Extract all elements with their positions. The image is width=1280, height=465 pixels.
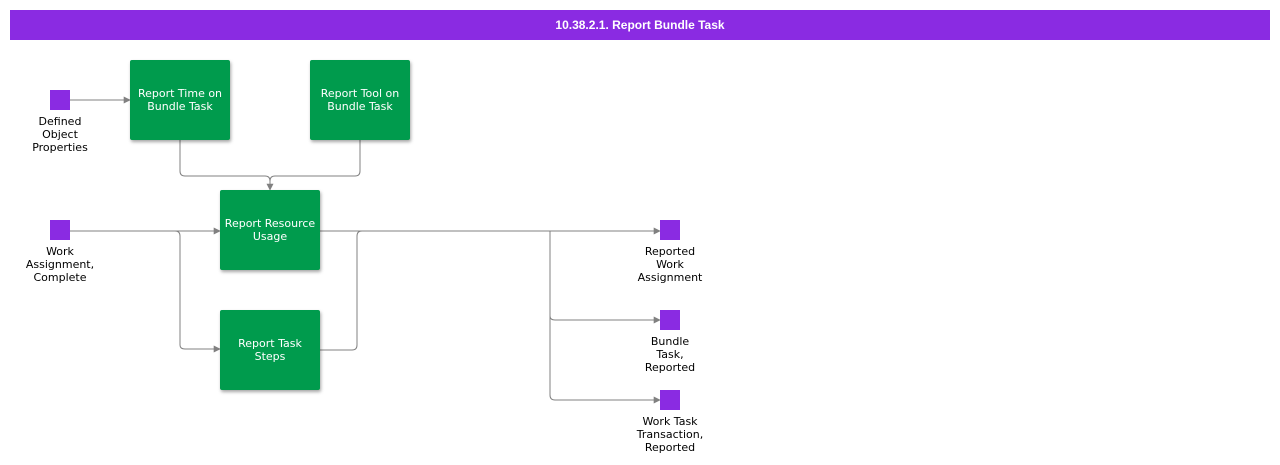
connector-wa-to-steps [174, 230, 221, 353]
object-label-work-task-transaction-reported: Work Task Transaction, Reported [636, 415, 704, 454]
task-label: Report Time on Bundle Task [137, 87, 223, 113]
connector-to-work-task-txn [549, 316, 661, 404]
object-label-defined-object-properties: Defined Object Properties [32, 115, 88, 154]
object-reported-work-assignment[interactable] [660, 220, 680, 240]
task-label: Report Tool on Bundle Task [320, 87, 400, 113]
object-work-assignment-complete[interactable] [50, 220, 70, 240]
task-label: Report Resource Usage [224, 217, 316, 243]
task-report-tool-on-bundle-task[interactable]: Report Tool on Bundle Task [310, 60, 410, 140]
object-work-task-transaction-reported[interactable] [660, 390, 680, 410]
connector-steps-merge [320, 230, 363, 351]
connector-time-to-resource [179, 140, 274, 191]
task-report-task-steps[interactable]: Report Task Steps [220, 310, 320, 390]
connector-tool-to-resource [269, 140, 361, 182]
object-defined-object-properties[interactable] [50, 90, 70, 110]
object-label-reported-work-assignment: Reported Work Assignment [637, 245, 703, 284]
object-bundle-task-reported[interactable] [660, 310, 680, 330]
diagram-title: 10.38.2.1. Report Bundle Task [10, 10, 1270, 40]
object-label-bundle-task-reported: Bundle Task, Reported [644, 335, 696, 374]
object-label-work-assignment-complete: Work Assignment, Complete [25, 245, 95, 284]
task-report-resource-usage[interactable]: Report Resource Usage [220, 190, 320, 270]
task-report-time-on-bundle-task[interactable]: Report Time on Bundle Task [130, 60, 230, 140]
task-label: Report Task Steps [238, 337, 302, 363]
